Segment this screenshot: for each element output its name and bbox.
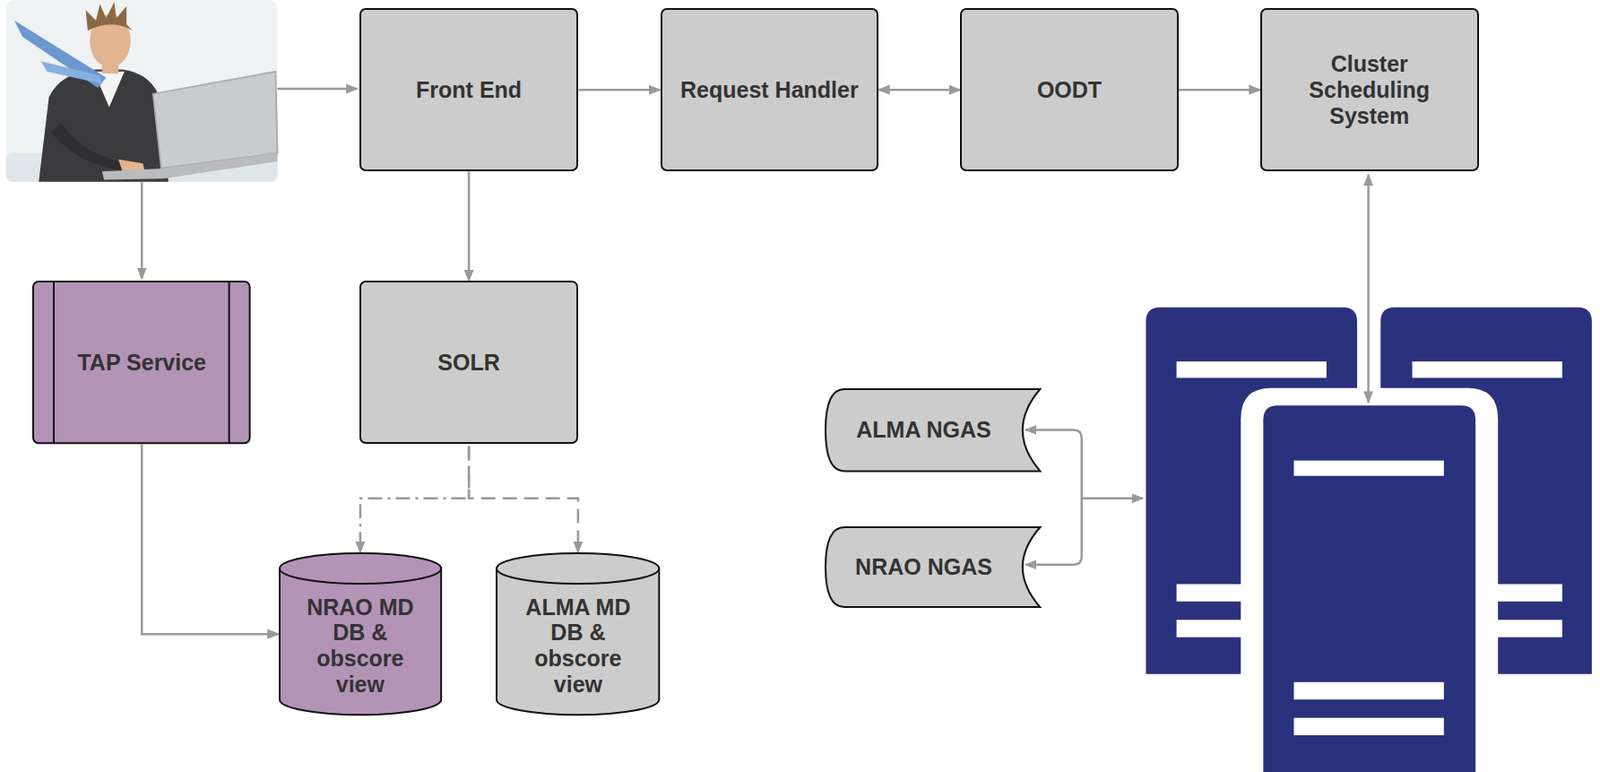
node-text: ALMA NGAS	[856, 416, 991, 443]
cylinder-body	[496, 567, 659, 715]
connector	[467, 171, 471, 281]
node-text: TAP Service	[77, 349, 207, 376]
connector	[360, 445, 469, 553]
node-label: NRAO NGAS	[855, 553, 993, 580]
connector	[1178, 88, 1261, 92]
service-rule	[228, 281, 231, 443]
laptop-base	[102, 153, 278, 181]
node-label: Cluster Scheduling System	[1302, 51, 1437, 129]
storage-shape: NRAO NGAS	[824, 526, 1041, 608]
service-outline	[33, 281, 251, 443]
server-arrow	[1366, 174, 1370, 403]
node-label: ALMA MD DB & obscore view	[515, 594, 641, 698]
laptop-screen	[153, 71, 278, 169]
node-text: NRAO MD DB & obscore view	[297, 594, 424, 698]
storage-outline	[825, 527, 1040, 607]
server-bar	[1293, 717, 1444, 736]
database-cylinder: ALMA MD DB & obscore view	[495, 552, 660, 716]
connector	[878, 88, 960, 92]
cylinder-top	[279, 553, 442, 584]
process-box: Cluster Scheduling System	[1260, 8, 1479, 172]
process-box: Front End	[359, 8, 580, 172]
user-arrow	[277, 87, 358, 91]
node-text: NRAO NGAS	[855, 553, 993, 580]
service-box: TAP Service	[32, 280, 251, 444]
user-illustration	[6, 0, 278, 182]
storage-shape: ALMA NGAS	[824, 388, 1041, 472]
hair	[86, 1, 133, 31]
connector	[141, 443, 279, 634]
connector	[468, 445, 579, 553]
server-bar	[1176, 361, 1327, 378]
connector	[579, 88, 661, 92]
process-box: OODT	[960, 8, 1179, 172]
server-bar	[1412, 361, 1563, 378]
server-outline	[1240, 388, 1498, 772]
node-label: Request Handler	[680, 77, 859, 104]
node-text: Request Handler	[680, 77, 859, 104]
node-text: Front End	[415, 77, 522, 104]
process-box: SOLR	[359, 280, 580, 444]
arm	[51, 122, 125, 173]
storage-outline	[825, 389, 1040, 471]
node-text: Cluster Scheduling System	[1302, 51, 1437, 129]
server-bar	[1293, 682, 1444, 700]
process-box: Request Handler	[660, 8, 880, 172]
server-bar	[1293, 460, 1444, 476]
suit	[38, 69, 169, 182]
node-label: TAP Service	[77, 349, 207, 376]
database-cylinder: NRAO MD DB & obscore view	[278, 552, 442, 716]
server	[1262, 405, 1476, 772]
node-text: OODT	[1037, 77, 1102, 104]
neck	[102, 63, 119, 74]
cylinder-top	[496, 553, 659, 584]
node-label: Front End	[415, 77, 522, 104]
user-arrow	[140, 181, 144, 279]
service-rule	[52, 281, 55, 443]
storage-arrow	[1081, 497, 1143, 501]
node-label: ALMA NGAS	[856, 416, 991, 443]
tie	[41, 60, 103, 84]
photo-ground	[6, 0, 278, 182]
node-label: OODT	[1037, 77, 1102, 104]
node-text: ALMA MD DB & obscore view	[515, 594, 641, 698]
node-text: SOLR	[437, 349, 500, 376]
cylinder-body	[279, 567, 442, 715]
node-label: SOLR	[437, 349, 500, 376]
node-label: NRAO MD DB & obscore view	[297, 594, 424, 698]
